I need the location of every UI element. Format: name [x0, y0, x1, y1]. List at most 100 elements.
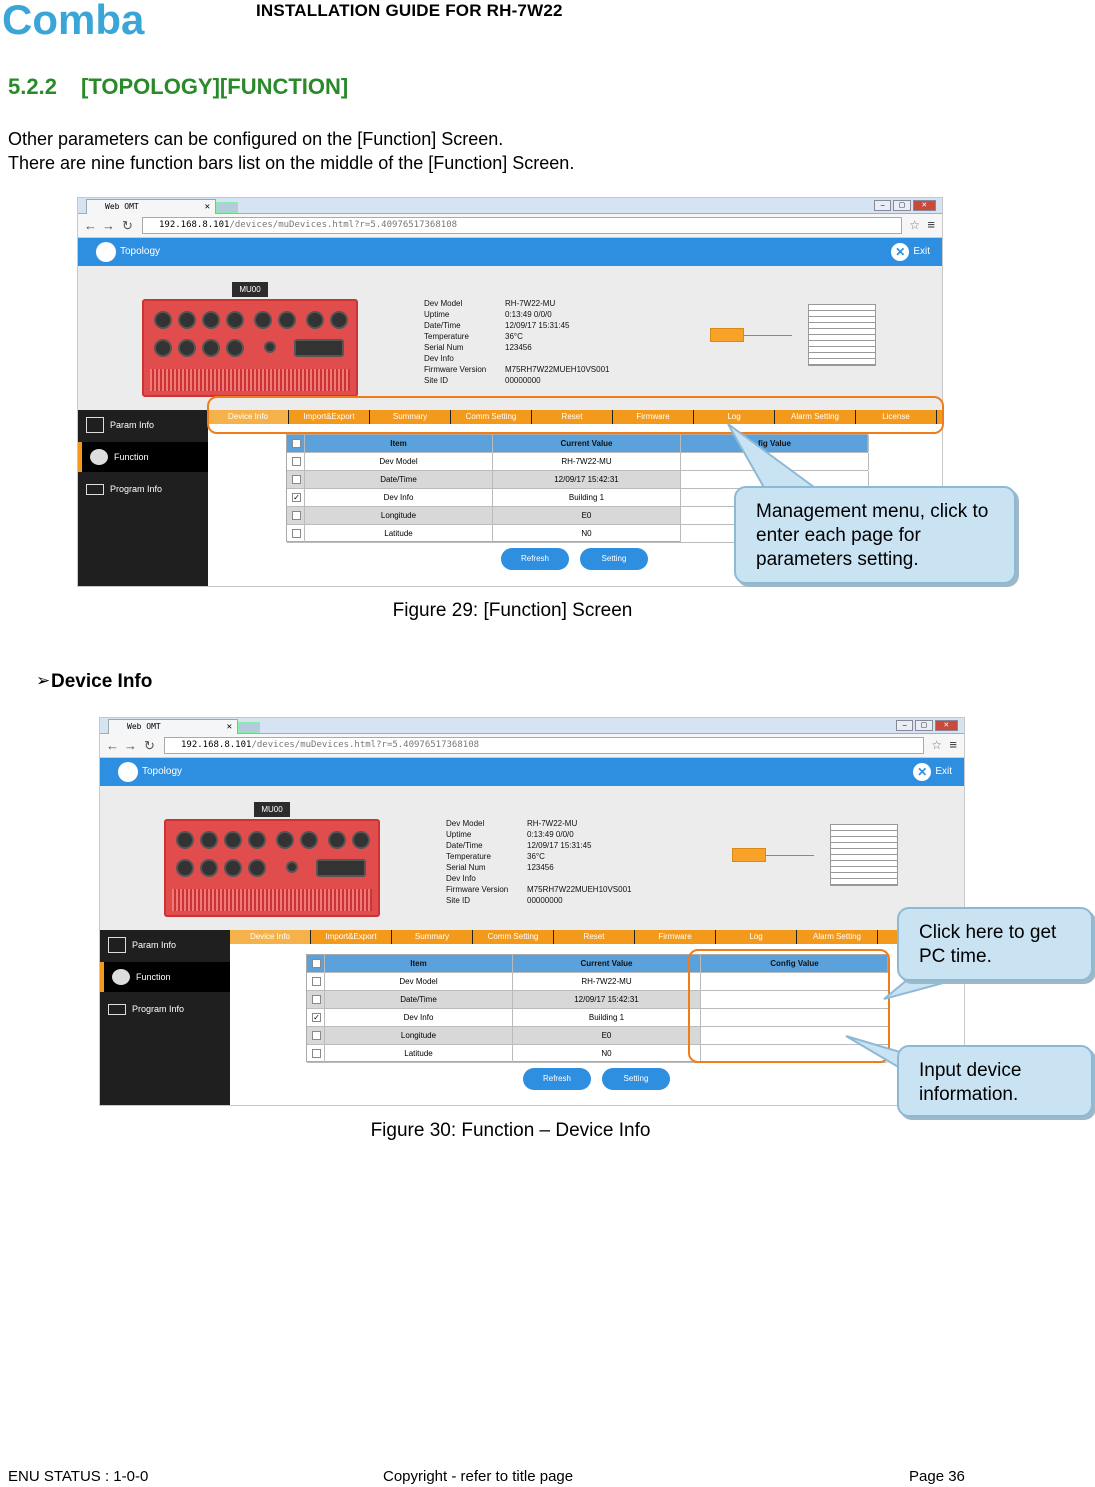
url-field[interactable]: 192.168.8.101/devices/muDevices.html?r=5… — [142, 217, 902, 234]
menu-tab[interactable]: Alarm Setting — [797, 930, 878, 944]
info-label: Serial Num — [424, 343, 464, 352]
port-icon — [276, 831, 294, 849]
menu-tab[interactable]: Comm Setting — [451, 410, 532, 424]
sidebar-item-program-info[interactable]: Program Info — [100, 994, 230, 1024]
section-number: 5.2.2 — [8, 74, 57, 99]
browser-tab[interactable]: Web OMT ✕ — [86, 199, 216, 214]
maximize-icon[interactable]: ▢ — [893, 200, 911, 211]
port-icon — [176, 831, 194, 849]
maximize-icon[interactable]: ▢ — [915, 720, 933, 731]
setting-button[interactable]: Setting — [580, 548, 648, 570]
refresh-button[interactable]: Refresh — [501, 548, 569, 570]
close-tab-icon[interactable]: ✕ — [204, 202, 210, 212]
menu-tab[interactable]: Firmware — [635, 930, 716, 944]
forward-icon[interactable]: → — [124, 738, 137, 753]
row-checkbox[interactable] — [312, 995, 321, 1004]
info-value: M75RH7W22MUEH10VS001 — [527, 885, 632, 894]
port-icon — [352, 831, 370, 849]
device-image[interactable] — [164, 819, 380, 917]
refresh-button[interactable]: Refresh — [523, 1068, 591, 1090]
tab-title: Web OMT — [105, 202, 139, 211]
new-tab-button[interactable] — [216, 202, 238, 213]
reload-icon[interactable]: ↻ — [122, 218, 133, 233]
sidebar-item-param-info[interactable]: Param Info — [100, 930, 230, 960]
row-checkbox[interactable]: ✓ — [312, 1013, 321, 1022]
row-checkbox[interactable] — [312, 977, 321, 986]
device-indicator[interactable] — [710, 328, 744, 342]
exit-icon: ✕ — [891, 243, 910, 261]
sidebar-item-param-info[interactable]: Param Info — [78, 410, 208, 440]
port-icon — [248, 859, 266, 877]
select-all-checkbox[interactable] — [292, 439, 301, 448]
sidebar-item-function[interactable]: Function — [100, 962, 230, 992]
menu-tab[interactable]: Firmware — [613, 410, 694, 424]
sidebar-item-function[interactable]: Function — [78, 442, 208, 472]
menu-tab[interactable]: Summary — [392, 930, 473, 944]
row-select-cell — [287, 525, 305, 542]
browser-tab-strip: Web OMT✕ –▢✕ — [100, 718, 964, 734]
row-checkbox[interactable]: ✓ — [292, 493, 301, 502]
row-checkbox[interactable] — [312, 1049, 321, 1058]
device-image[interactable] — [142, 299, 358, 397]
select-all-checkbox[interactable] — [312, 959, 321, 968]
top-nav-bar: Topology ✕Exit — [78, 238, 942, 266]
browser-tab[interactable]: Web OMT✕ — [108, 719, 238, 734]
browser-menu-icon[interactable]: ≡ — [949, 737, 957, 752]
menu-tab[interactable]: Import&Export — [311, 930, 392, 944]
select-all-cell — [287, 435, 305, 452]
topology-icon — [118, 762, 138, 782]
setting-button[interactable]: Setting — [602, 1068, 670, 1090]
grid-gear-icon — [86, 417, 104, 433]
row-select-cell — [307, 991, 325, 1008]
exit-button[interactable]: ✕Exit — [891, 243, 930, 261]
topology-link[interactable]: Topology — [118, 762, 182, 782]
minimize-icon[interactable]: – — [896, 720, 914, 731]
window-close-icon[interactable]: ✕ — [934, 720, 958, 731]
device-indicator[interactable] — [732, 848, 766, 862]
url-host: 192.168.8.101 — [181, 740, 252, 750]
bookmark-star-icon[interactable]: ☆ — [909, 218, 920, 232]
menu-tab[interactable]: Reset — [554, 930, 635, 944]
intro-line-2: There are nine function bars list on the… — [8, 153, 575, 173]
menu-tab[interactable]: Reset — [532, 410, 613, 424]
column-header: Current Value — [493, 435, 681, 452]
menu-tab[interactable]: Log — [716, 930, 797, 944]
bookmark-star-icon[interactable]: ☆ — [931, 738, 942, 752]
column-header: fig Value — [681, 435, 869, 452]
url-field[interactable]: 192.168.8.101/devices/muDevices.html?r=5… — [164, 737, 924, 754]
row-checkbox[interactable] — [292, 457, 301, 466]
forward-icon[interactable]: → — [102, 218, 115, 233]
menu-tab[interactable]: Device Info — [230, 930, 311, 944]
port-icon — [176, 859, 194, 877]
sidebar-item-program-info[interactable]: Program Info — [78, 474, 208, 504]
figure-29-caption: Figure 29: [Function] Screen — [392, 600, 633, 621]
menu-tab[interactable]: Comm Setting — [473, 930, 554, 944]
menu-tab[interactable]: Log — [694, 410, 775, 424]
info-value: 0:13:49 0/0/0 — [527, 830, 574, 839]
reload-icon[interactable]: ↻ — [144, 738, 155, 753]
menu-tab[interactable]: Summary — [370, 410, 451, 424]
topology-link[interactable]: Topology — [96, 242, 160, 262]
row-checkbox[interactable] — [292, 511, 301, 520]
close-tab-icon[interactable]: ✕ — [226, 722, 232, 732]
row-select-cell: ✓ — [307, 1009, 325, 1026]
column-header: Current Value — [513, 955, 701, 972]
menu-tab[interactable]: License — [856, 410, 937, 424]
minimize-icon[interactable]: – — [874, 200, 892, 211]
row-checkbox[interactable] — [292, 529, 301, 538]
row-checkbox[interactable] — [312, 1031, 321, 1040]
back-icon[interactable]: ← — [84, 218, 97, 233]
current-value-cell: 12/09/17 15:42:31 — [493, 471, 681, 488]
new-tab-button[interactable] — [238, 722, 260, 733]
browser-menu-icon[interactable]: ≡ — [927, 217, 935, 232]
menu-tab[interactable]: Alarm Setting — [775, 410, 856, 424]
back-icon[interactable]: ← — [106, 738, 119, 753]
row-checkbox[interactable] — [292, 475, 301, 484]
menu-tab[interactable]: Import&Export — [289, 410, 370, 424]
sidebar-item-label: Function — [136, 972, 171, 982]
window-close-icon[interactable]: ✕ — [912, 200, 936, 211]
menu-tab[interactable]: Device Info — [208, 410, 289, 424]
exit-button[interactable]: ✕Exit — [913, 763, 952, 781]
select-all-cell — [307, 955, 325, 972]
